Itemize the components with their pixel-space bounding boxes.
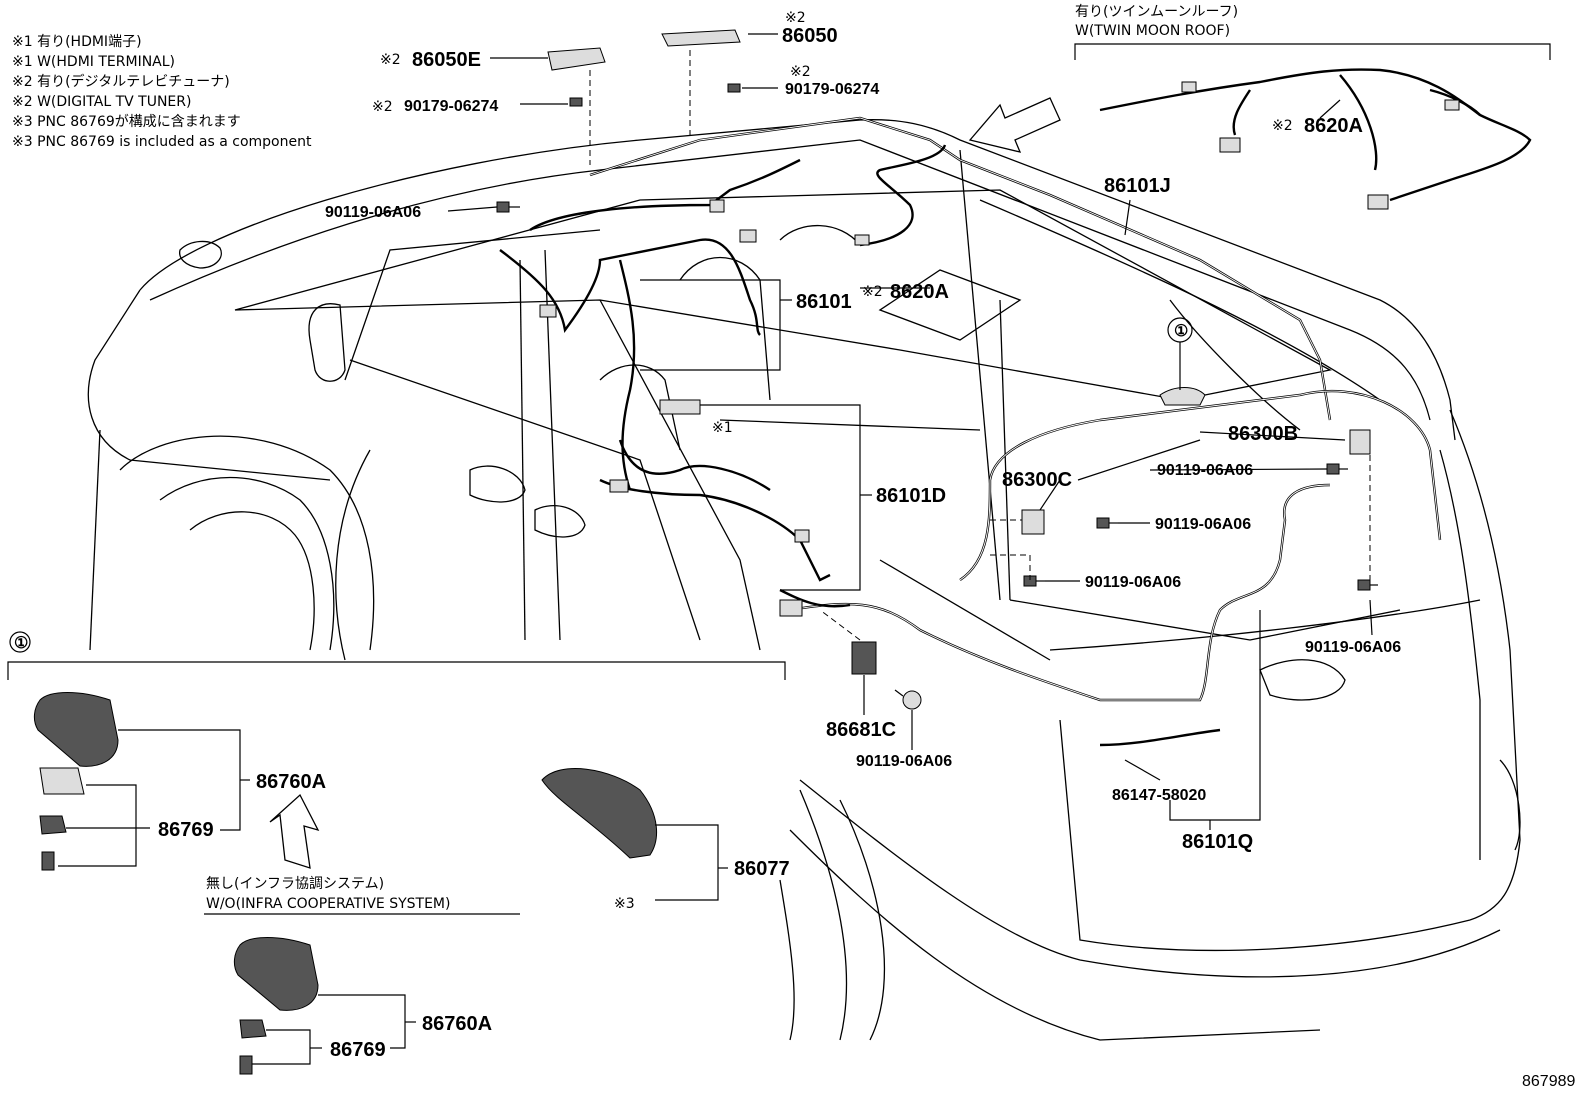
bracket-86050e-icon [547,47,606,71]
connector-icon [1219,137,1241,153]
connector-86300c-icon [1021,509,1045,535]
mark-2-8620a: ※2 [862,284,883,300]
label-90119-06a06-5: 90119-06A06 [1305,639,1401,656]
gasket-icon [39,767,85,795]
label-86147-58020: 86147-58020 [1112,787,1206,804]
label-90119-06a06-1: 90119-06A06 [325,204,421,221]
label-8620a: 8620A [890,281,949,303]
connector-icon [1181,81,1197,93]
label-8620a-roof: 8620A [1304,115,1363,137]
callout-1-label: ① [1174,323,1188,340]
bolt-icon [1326,463,1348,475]
label-90119-06a06-6: 90119-06A06 [856,753,952,770]
nut-icon [39,815,67,835]
label-86760a-2: 86760A [422,1013,492,1035]
mark-3: ※3 [614,896,635,912]
label-90179-06274-a: 90179-06274 [404,98,498,115]
connector-icon [739,229,757,243]
twin-moon-roof-en: W(TWIN MOON ROOF) [1075,23,1230,39]
connector-86300b-icon [1349,429,1371,455]
label-86681c: 86681C [826,719,896,741]
note-2-jp: ※2 有り(デジタルテレビチューナ) [12,73,230,90]
note-2-en: ※2 W(DIGITAL TV TUNER) [12,94,191,110]
note-1-en: ※1 W(HDMI TERMINAL) [12,54,175,70]
label-86101d: 86101D [876,485,946,507]
roof-antenna-icon [1159,387,1206,406]
label-90119-06a06-3: 90119-06A06 [1155,516,1251,533]
mark-2-86050e: ※2 [380,52,401,68]
mark-2-90179-a: ※2 [372,99,393,115]
label-86300b: 86300B [1228,423,1298,445]
note-3-jp: ※3 PNC 86769が構成に含まれます [12,114,241,130]
detail-panel: ① 86760A 86769 86077 ※3 無し(インフラ協調システム) W… [7,631,790,1075]
label-90179-06274-b: 90179-06274 [785,81,879,98]
bracket-86050-icon [661,29,741,47]
infra-jp: 無し(インフラ協調システム) [206,876,384,892]
notes-block: ※1 有り(HDMI端子) ※1 W(HDMI TERMINAL) ※2 有り(… [12,34,312,150]
label-86101q: 86101Q [1182,831,1253,853]
bolt-icon [1357,579,1378,591]
label-86050: 86050 [782,25,838,47]
bolt-icon [1023,575,1045,587]
label-90119-06a06-2: 90119-06A06 [1157,462,1253,479]
twin-moon-roof-jp: 有り(ツインムーンルーフ) [1075,4,1238,20]
mark-2-8620a-roof: ※2 [1272,118,1293,134]
label-86300c: 86300C [1002,469,1072,491]
connector-icon [659,399,701,415]
note-1-jp: ※1 有り(HDMI端子) [12,34,142,50]
bolt-icon [894,689,922,710]
vehicle-labels: ※2 86050E ※2 86050 ※2 90179-06274 ※2 901… [325,4,1401,853]
detail-callout-label: ① [14,635,28,652]
connector-icon [779,599,803,617]
wire-harnesses [499,68,1532,702]
label-86077: 86077 [734,858,790,880]
connector-icon [609,479,629,493]
roof-antenna-86760a-icon [33,692,119,767]
label-86101: 86101 [796,291,852,313]
mark-2-86050: ※2 [785,10,806,26]
shark-fin-86077-icon [541,768,658,859]
connector-icon [1444,99,1460,111]
note-3-en: ※3 PNC 86769 is included as a component [12,134,312,150]
detail-callout-circle-icon [9,631,31,653]
infra-en: W/O(INFRA COOPERATIVE SYSTEM) [206,896,450,912]
figure-id: 867989 [1522,1073,1575,1090]
clip-90179-a-icon [569,97,583,107]
label-86769-1: 86769 [158,819,214,841]
connector-icon [539,304,557,318]
bolt-icon [239,1055,253,1075]
roof-antenna-86760a-2-icon [233,937,319,1011]
nut-icon [239,1019,267,1039]
label-86101j: 86101J [1104,175,1171,197]
label-86050e: 86050E [412,49,481,71]
leader-lines [447,33,1551,830]
mark-1: ※1 [712,420,733,436]
label-86760a-1: 86760A [256,771,326,793]
bolt-icon [496,201,520,213]
connector-icon [709,199,725,213]
module-86681c-icon [851,641,877,675]
view-arrow-icon [968,97,1061,153]
mark-2-90179-b: ※2 [790,64,811,80]
bolt-icon [41,851,55,871]
label-86769-2: 86769 [330,1039,386,1061]
forward-arrow-icon [269,793,320,869]
connector-icon [1367,194,1389,210]
connector-icon [794,529,810,543]
cable-86147-icon [1099,728,1221,747]
connector-icon [854,234,870,246]
clip-90179-b-icon [727,83,741,93]
label-90119-06a06-4: 90119-06A06 [1085,574,1181,591]
bolt-icon [1096,517,1118,529]
part-glyphs: ① [496,29,1460,747]
